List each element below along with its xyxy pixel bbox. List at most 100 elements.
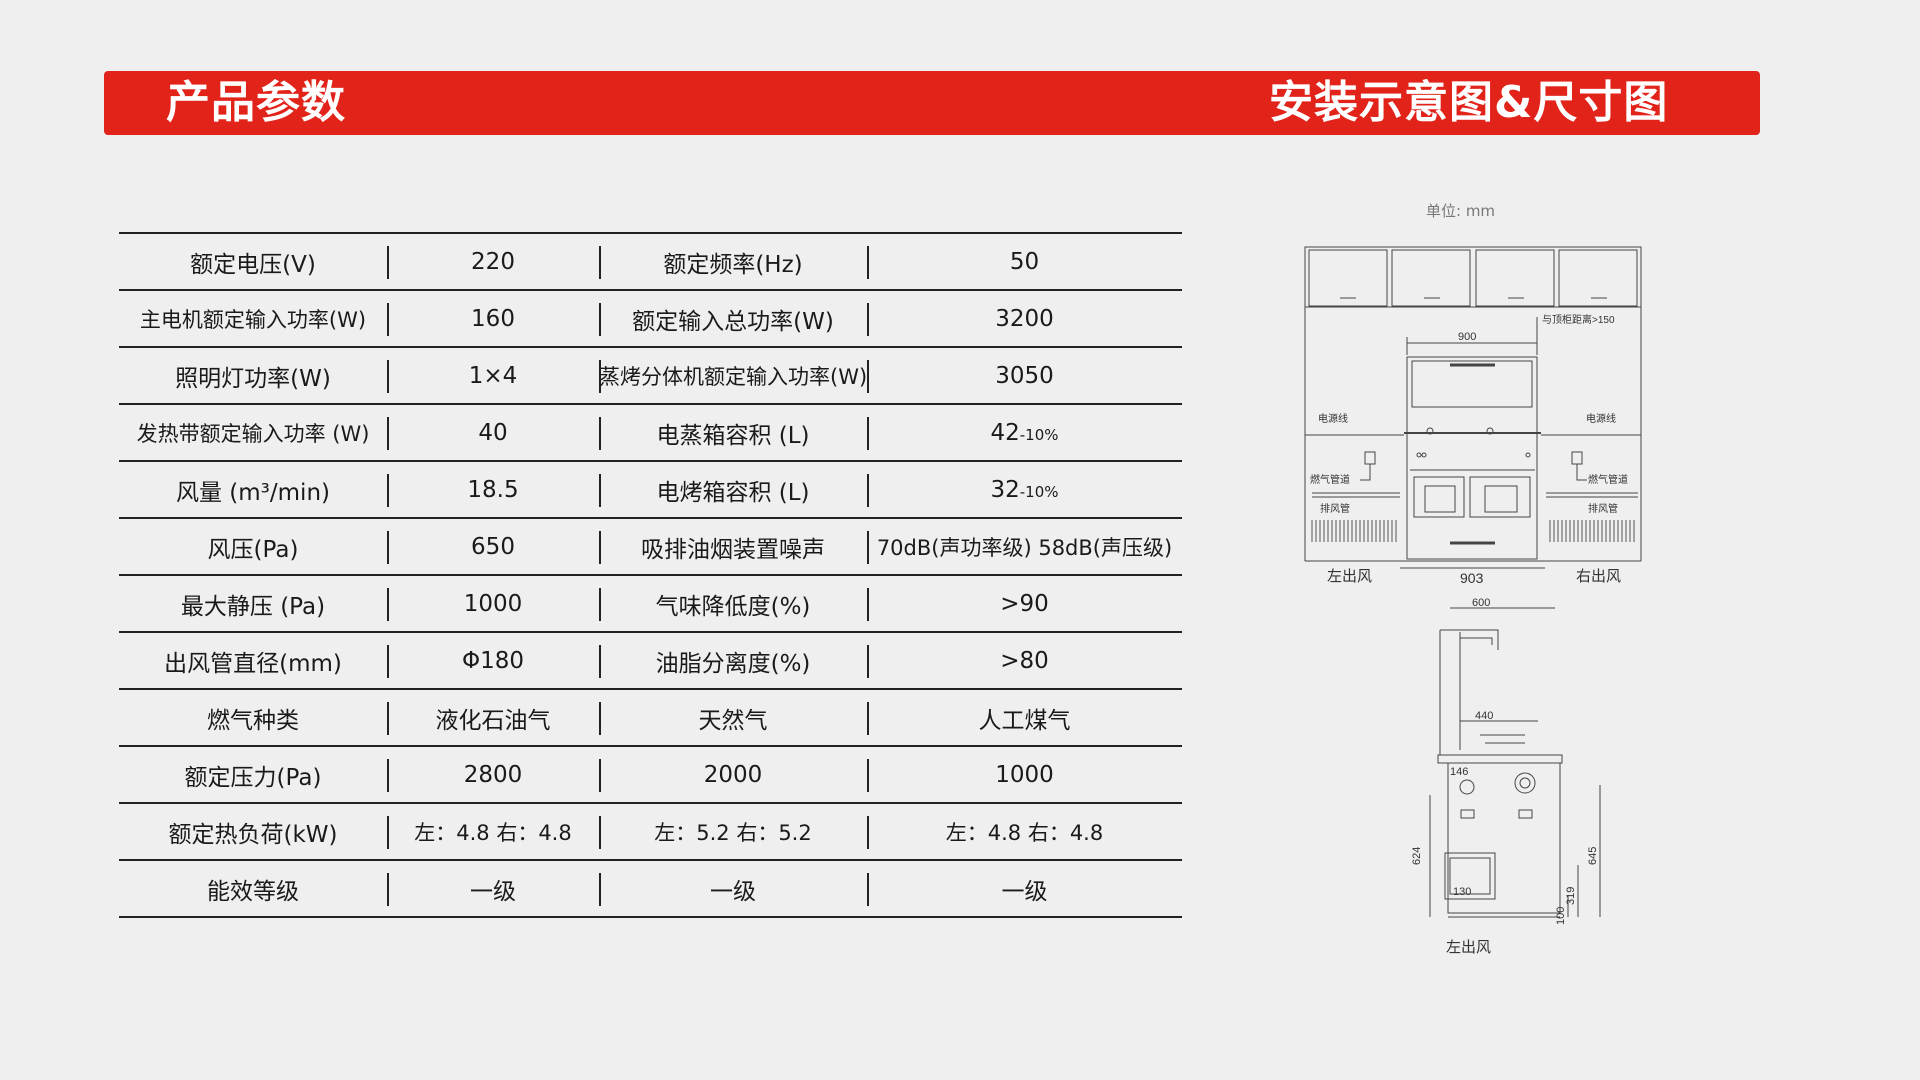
table-cell: 吸排油烟装置噪声 <box>599 518 867 575</box>
cell-text: 3200 <box>995 305 1054 332</box>
dim-600: 600 <box>1472 597 1490 609</box>
cell-text: 额定电压(V) <box>190 251 316 278</box>
table-cell: 220 <box>387 233 599 290</box>
table-row: 发热带额定输入功率 (W) 40 电蒸箱容积 (L) 42-10% <box>119 404 1182 461</box>
cell-text: 1000 <box>463 590 523 617</box>
cell-text: 左：5.2 右：5.2 <box>654 820 812 845</box>
table-cell: 出风管直径(mm) <box>119 632 387 689</box>
dim-900: 900 <box>1458 331 1476 343</box>
cell-text: 一级 <box>1001 878 1048 905</box>
table-cell: 1000 <box>867 746 1182 803</box>
cell-text: 天然气 <box>698 707 768 734</box>
cell-text: 额定压力(Pa) <box>184 764 322 791</box>
cell-text: 能效等级 <box>207 878 299 905</box>
cell-text: 1000 <box>995 761 1054 788</box>
table-cell: 一级 <box>387 860 599 917</box>
gas-pipe-left: 燃气管道 <box>1310 473 1350 486</box>
cell-text: 风压(Pa) <box>207 536 299 563</box>
cell-text: 出风管直径(mm) <box>164 650 342 677</box>
cell-text: 3050 <box>995 362 1054 389</box>
table-cell: 左：5.2 右：5.2 <box>599 803 867 860</box>
cell-text: 一级 <box>710 878 756 905</box>
table-cell: 650 <box>387 518 599 575</box>
dim-100: 100 <box>1555 907 1567 925</box>
table-row: 能效等级 一级 一级 一级 <box>119 860 1182 917</box>
cell-text: 40 <box>478 419 508 446</box>
clearance-note: 与顶柜距离>150 <box>1542 313 1615 326</box>
cell-text: 发热带额定输入功率 (W) <box>136 421 370 446</box>
table-cell: 电蒸箱容积 (L) <box>599 404 867 461</box>
cell-text: 18.5 <box>467 476 519 503</box>
table-row: 最大静压 (Pa) 1000 气味降低度(%) >90 <box>119 575 1182 632</box>
outlet-left-label: 左出风 <box>1327 568 1372 585</box>
cell-text: 50 <box>1009 248 1040 275</box>
install-diagram-title: 安装示意图&尺寸图 <box>1269 77 1669 128</box>
cell-text: 液化石油气 <box>435 707 551 734</box>
table-cell: 额定热负荷(kW) <box>119 803 387 860</box>
table-cell: 42-10% <box>867 404 1182 461</box>
table-cell: 50 <box>867 233 1182 290</box>
cell-text: 主电机额定输入功率(W) <box>139 307 367 332</box>
cell-text: 燃气种类 <box>207 707 299 734</box>
table-cell: 18.5 <box>387 461 599 518</box>
table-cell: 左：4.8 右：4.8 <box>867 803 1182 860</box>
cell-text: 650 <box>471 533 515 560</box>
table-cell: 电烤箱容积 (L) <box>599 461 867 518</box>
cell-text: 最大静压 (Pa) <box>180 593 326 620</box>
table-cell: 2800 <box>387 746 599 803</box>
table-row: 主电机额定输入功率(W) 160 额定输入总功率(W) 3200 <box>119 290 1182 347</box>
cell-text: 风量 (m³/min) <box>175 479 330 506</box>
table-cell: 能效等级 <box>119 860 387 917</box>
table-cell: 1000 <box>387 575 599 632</box>
outlet-right-label: 右出风 <box>1576 568 1621 585</box>
table-row: 风压(Pa) 650 吸排油烟装置噪声 70dB(声功率级) 58dB(声压级) <box>119 518 1182 575</box>
cell-text: 70dB(声功率级) 58dB(声压级) <box>876 535 1173 560</box>
power-line-right: 电源线 <box>1586 412 1616 425</box>
cell-text: 额定输入总功率(W) <box>632 308 834 335</box>
cell-text: 一级 <box>470 878 516 905</box>
cell-text: 1×4 <box>468 362 518 389</box>
cell-text: 42 <box>990 419 1020 446</box>
dim-130: 130 <box>1453 886 1471 898</box>
side-caption: 左出风 <box>1446 939 1491 956</box>
cell-text: 吸排油烟装置噪声 <box>641 536 825 563</box>
dim-624: 624 <box>1411 847 1423 865</box>
table-cell: 风压(Pa) <box>119 518 387 575</box>
table-cell: >80 <box>867 632 1182 689</box>
table-cell: 左：4.8 右：4.8 <box>387 803 599 860</box>
cell-text: 蒸烤分体机额定输入功率(W) <box>599 364 867 389</box>
cell-text: 电蒸箱容积 (L) <box>656 422 810 449</box>
counters <box>1305 434 1641 562</box>
cell-text: 2000 <box>703 761 763 788</box>
table-cell: 160 <box>387 290 599 347</box>
side-view <box>1429 629 1601 918</box>
cell-text: 220 <box>471 248 515 275</box>
cell-text: 气味降低度(%) <box>655 593 811 620</box>
table-cell: 3050 <box>867 347 1182 404</box>
table-cell: 风量 (m³/min) <box>119 461 387 518</box>
table-cell: 额定压力(Pa) <box>119 746 387 803</box>
cell-text: 160 <box>471 305 515 332</box>
cell-text: 电烤箱容积 (L) <box>656 479 810 506</box>
dim-146: 146 <box>1450 766 1468 778</box>
table-cell: 一级 <box>599 860 867 917</box>
dim-645: 645 <box>1587 847 1599 865</box>
table-cell: 主电机额定输入功率(W) <box>119 290 387 347</box>
table-cell: 3200 <box>867 290 1182 347</box>
table-cell: 2000 <box>599 746 867 803</box>
gas-pipe-right: 燃气管道 <box>1588 473 1628 486</box>
exhaust-right: 排风管 <box>1588 502 1618 515</box>
table-cell: 发热带额定输入功率 (W) <box>119 404 387 461</box>
table-cell: 蒸烤分体机额定输入功率(W) <box>599 347 867 404</box>
cell-text: >90 <box>1000 590 1049 617</box>
header-banner: 产品参数 安装示意图&尺寸图 <box>104 71 1760 135</box>
cell-text: >80 <box>1000 647 1049 674</box>
table-cell: 一级 <box>867 860 1182 917</box>
dim-903: 903 <box>1460 570 1484 586</box>
unit-label: 单位: mm <box>1426 202 1496 220</box>
